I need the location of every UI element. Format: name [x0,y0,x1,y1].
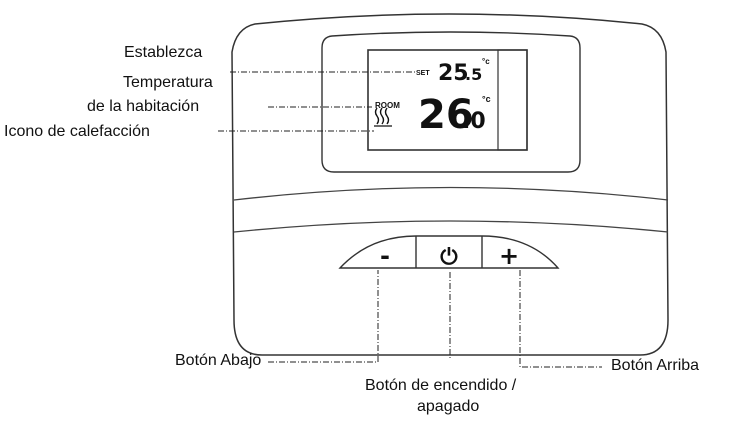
room-tag: ROOM [375,101,400,110]
leader-lines [218,71,602,368]
body-contour-upper [233,186,669,201]
room-unit: °c [482,94,491,104]
leader-down [268,270,379,363]
room-temp-dec: .0 [462,109,486,134]
lcd-screen [367,49,528,151]
room-temp-int: 26 [418,92,474,138]
minus-icon: - [380,242,390,270]
down-button-label: Botón Abajo [175,352,262,369]
set-tag: SET [416,70,430,77]
set-temp-int: 25 [438,61,469,86]
leader-up [519,270,602,368]
lcd-right-panel [497,49,528,151]
body-contour-lower [233,220,669,233]
power-button-label-line2: apagado [417,398,480,415]
set-unit: °c [482,57,490,66]
heating-icon-label: Icono de calefacción [4,123,150,140]
power-icon: ⏻ [440,245,458,270]
plus-icon: + [499,242,519,270]
room-temp-label-line2: de la habitación [87,98,200,115]
up-button-label: Botón Arriba [611,357,700,374]
setpoint-label: Establezca [124,44,203,61]
set-temp-dec: .5 [465,65,482,84]
heating-icon [374,107,392,127]
room-temp-label-line1: Temperatura [123,74,213,91]
power-button-label-line1: Botón de encendido / [365,377,517,394]
